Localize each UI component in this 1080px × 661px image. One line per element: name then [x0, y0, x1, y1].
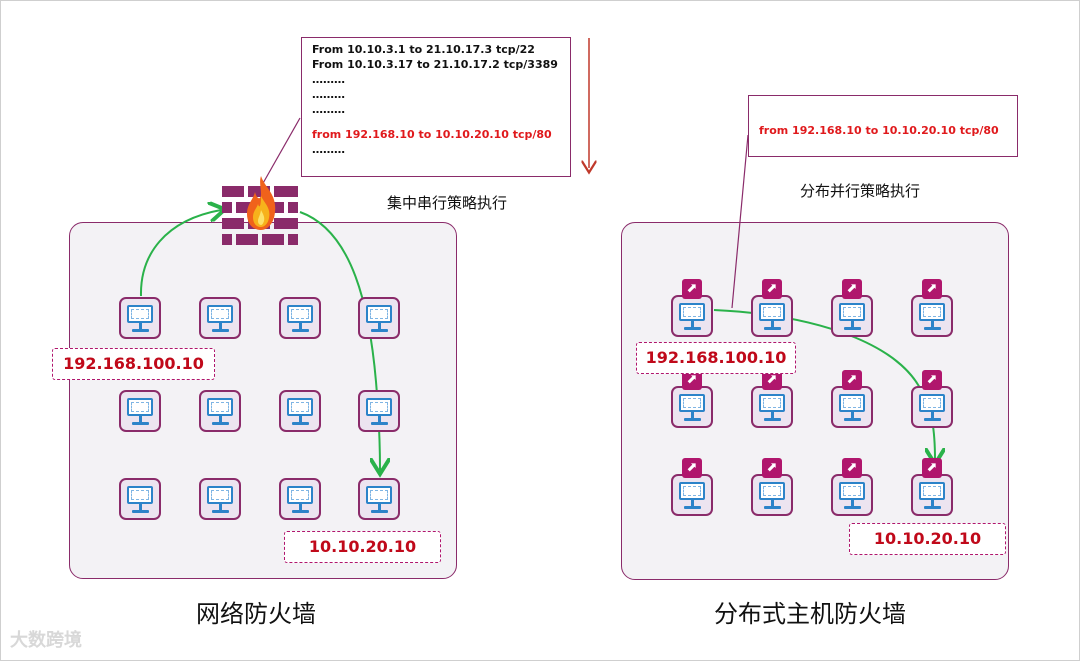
right-callout-line [731, 134, 749, 309]
host-monitor-icon [199, 390, 241, 432]
host-firewall-agent-icon: ⬈ [922, 370, 942, 390]
host-firewall-agent-icon: ⬈ [682, 279, 702, 299]
host-monitor-icon [751, 474, 793, 516]
host-monitor-icon [279, 297, 321, 339]
left-traffic-path-up [139, 210, 221, 297]
left-traffic-path-down [299, 211, 380, 470]
rule-line: ……… [312, 143, 345, 156]
host-monitor-icon [119, 390, 161, 432]
host-firewall-agent-icon: ⬈ [762, 279, 782, 299]
rule-line: From 10.10.3.1 to 21.10.17.3 tcp/22 [312, 43, 535, 56]
right-source-ip: 192.168.100.10 [636, 342, 796, 374]
host-monitor-icon [831, 474, 873, 516]
host-monitor-icon [831, 386, 873, 428]
host-firewall-agent-icon: ⬈ [842, 279, 862, 299]
right-dest-ip: 10.10.20.10 [849, 523, 1006, 555]
left-policy-rules-box: From 10.10.3.1 to 21.10.17.3 tcp/22 From… [301, 37, 571, 177]
left-source-ip: 192.168.100.10 [52, 348, 215, 380]
host-firewall-agent-icon: ⬈ [922, 458, 942, 478]
host-monitor-icon [911, 474, 953, 516]
host-monitor-icon [358, 297, 400, 339]
right-policy-rules-box: from 192.168.10 to 10.10.20.10 tcp/80 [748, 95, 1018, 157]
host-firewall-agent-icon: ⬈ [922, 279, 942, 299]
watermark: 大数跨境 [10, 630, 82, 651]
host-firewall-agent-icon: ⬈ [682, 458, 702, 478]
host-monitor-icon [671, 474, 713, 516]
host-monitor-icon [751, 386, 793, 428]
host-monitor-icon [671, 386, 713, 428]
host-monitor-icon [751, 295, 793, 337]
right-note: 分布并行策略执行 [800, 182, 921, 200]
flame-icon [247, 176, 276, 230]
host-monitor-icon [279, 390, 321, 432]
host-monitor-icon [279, 478, 321, 520]
host-monitor-icon [358, 478, 400, 520]
host-monitor-icon [831, 295, 873, 337]
host-monitor-icon [119, 297, 161, 339]
right-traffic-path [713, 309, 935, 460]
rule-line: From 10.10.3.17 to 21.10.17.2 tcp/3389 [312, 58, 558, 71]
host-firewall-agent-icon: ⬈ [842, 458, 862, 478]
host-firewall-agent-icon: ⬈ [682, 370, 702, 390]
host-firewall-agent-icon: ⬈ [842, 370, 862, 390]
highlight-rule: from 192.168.10 to 10.10.20.10 tcp/80 [759, 124, 999, 137]
host-monitor-icon [358, 390, 400, 432]
host-monitor-icon [911, 386, 953, 428]
host-monitor-icon [199, 478, 241, 520]
host-monitor-icon [199, 297, 241, 339]
host-monitor-icon [119, 478, 161, 520]
host-monitor-icon [911, 295, 953, 337]
host-firewall-agent-icon: ⬈ [762, 458, 782, 478]
rule-line: ……… [312, 73, 345, 86]
left-callout-line [261, 117, 301, 186]
left-dest-ip: 10.10.20.10 [284, 531, 441, 563]
left-note: 集中串行策略执行 [387, 194, 508, 212]
host-firewall-agent-icon: ⬈ [762, 370, 782, 390]
host-monitor-icon [671, 295, 713, 337]
left-title: 网络防火墙 [196, 600, 316, 628]
highlight-rule: from 192.168.10 to 10.10.20.10 tcp/80 [312, 128, 552, 141]
rule-line: ……… [312, 88, 345, 101]
rule-line: ……… [312, 103, 345, 116]
right-title: 分布式主机防火墙 [714, 600, 906, 628]
